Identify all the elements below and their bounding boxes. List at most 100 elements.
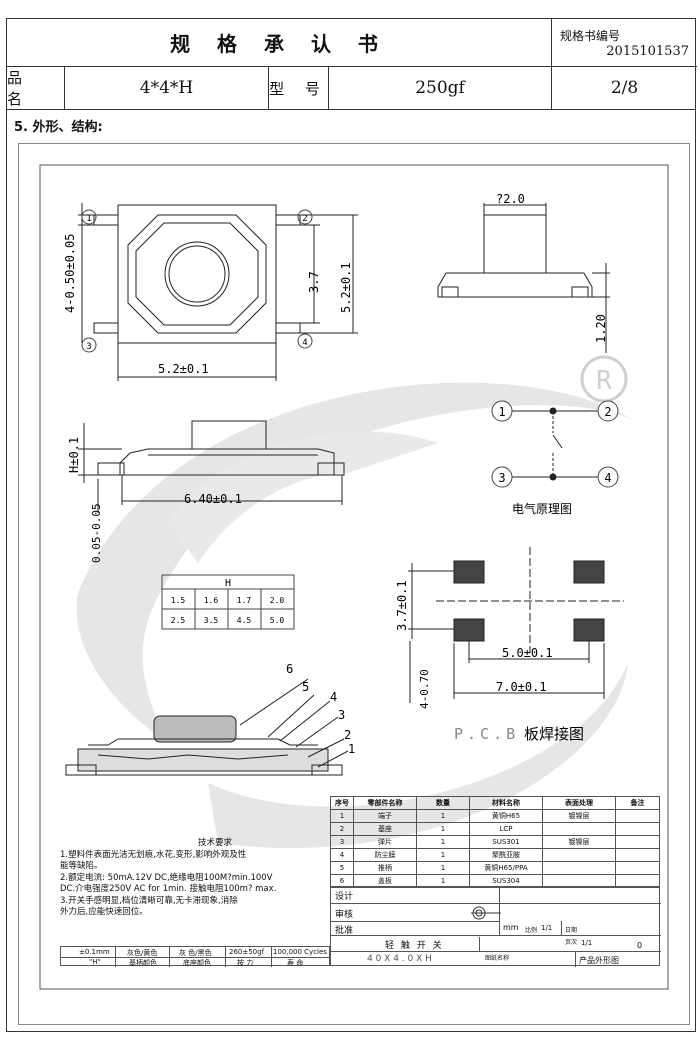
h-cell: 1.6 (204, 596, 219, 605)
dim-pcb-height: 3.7±0.1 (395, 580, 409, 631)
callout-3: 3 (338, 708, 345, 722)
h-cell: 2.0 (270, 596, 285, 605)
bom-cell (615, 835, 660, 849)
sheet-value: 1/1 (581, 939, 593, 947)
circuit-pin-3 (491, 466, 513, 488)
circuit-pin-2-label: 2 (604, 405, 611, 419)
header-table: 规 格 承 认 书 规格书编号 2015101537 品 名 4*4*H 型 号… (6, 18, 697, 110)
side-view-right (437, 203, 610, 353)
field-label-base-color: 底座颜色 (183, 959, 211, 967)
dim-side-height: 1.20 (594, 314, 608, 343)
tech-line: 能等缺陷。 (60, 861, 103, 871)
bom-cell: 3 (330, 835, 354, 849)
spec-strip: ±0.1mm 灰色/黄色 灰 色/黑色 260±50gf 100,000 Cyc… (60, 946, 330, 967)
table-row: 1 端子 1 黄铜H65 镀镍层 (330, 809, 660, 823)
pin-1-top (81, 209, 97, 225)
bom-cell (615, 874, 660, 888)
dim-inner-height: 3.7 (307, 271, 321, 293)
ratio-value: 1/1 (541, 924, 553, 932)
tech-requirements: 技术要求 1.塑料件表面光洁无划痕,水花,变形,影响外观及性 能等缺陷。 2.额… (60, 838, 330, 919)
model-label: 型 号 (269, 79, 328, 98)
ratio-label: 比例 (525, 927, 538, 934)
table-row: 5 推柄 1 黄铜H65/PPA (330, 861, 660, 875)
force: 260±50gf (229, 948, 265, 956)
dim-thickness: 0.05-0.05 (90, 503, 103, 563)
bom-header: 材料名称 (469, 796, 543, 810)
sheet-label: 页次 (565, 939, 578, 946)
page-number: 2/8 (610, 78, 639, 98)
name-value-cell: 4*4*H (65, 67, 269, 109)
registered-mark-text: R (596, 366, 612, 396)
bom-cell: 1 (330, 809, 354, 823)
dim-top-width: 5.2±0.1 (158, 362, 209, 376)
color-1: 灰色/黄色 (127, 949, 158, 957)
circuit-pin-1 (491, 400, 513, 422)
pin-2-top-label: 2 (302, 214, 307, 224)
drawing-name: 产品外形图 (579, 956, 619, 965)
bom-header: 数量 (416, 796, 470, 810)
pcb-layout (408, 547, 624, 703)
inner-frame (39, 164, 669, 990)
h-table-header: H (225, 578, 231, 589)
pin-2-top (297, 209, 313, 225)
section-view (65, 678, 349, 776)
h-cell: 5.0 (270, 616, 285, 625)
name-label-cell: 品 名 (7, 67, 65, 109)
review-label: 审核 (335, 910, 354, 920)
approve-label: 批准 (335, 926, 354, 936)
bom-cell (542, 861, 616, 875)
field-label-force: 按 力 (237, 959, 254, 967)
callout-4: 4 (330, 690, 337, 704)
h-cell: 1.5 (171, 596, 186, 605)
callout-2: 2 (344, 728, 351, 742)
bom-cell: 1 (416, 874, 470, 888)
circuit-diagram (508, 407, 598, 481)
drawing-no-label: 图纸名称 (485, 955, 510, 962)
dim-side-width: 6.40±0.1 (184, 492, 242, 506)
circuit-label: 电气原理图 (512, 501, 572, 516)
callout-1: 1 (348, 742, 355, 756)
dim-outer-height: 5.2±0.1 (339, 262, 353, 313)
bom-cell: 1 (416, 835, 470, 849)
field-label-h: "H" (89, 958, 101, 966)
document-title: 规 格 承 认 书 (170, 32, 388, 56)
name-label: 品 名 (7, 69, 31, 108)
bom-cell (615, 822, 660, 836)
table-row: 6 盖板 1 SUS304 (330, 874, 660, 888)
bom-cell: 2 (330, 822, 354, 836)
pin-4-top-label: 4 (302, 338, 307, 348)
pin-1-top-label: 1 (86, 214, 91, 224)
bom-header: 备注 (615, 796, 660, 810)
product-code: 4 0 X 4 . 0 X H (367, 954, 432, 964)
bom-cell: LCP (469, 822, 543, 836)
date-label: 日期 (565, 927, 578, 934)
name-value: 4*4*H (139, 78, 194, 98)
pcb-label-cn: 板焊接图 (524, 725, 584, 743)
bom-cell (542, 822, 616, 836)
bom-cell: SUS301 (469, 835, 543, 849)
model-value: 250gf (415, 78, 465, 98)
dim-pcb-pad: 4-0.70 (418, 669, 431, 709)
field-label-stem-color: 基柄颜色 (129, 959, 157, 967)
circuit-pin-4-label: 4 (604, 471, 611, 485)
bom-cell: 弹片 (353, 835, 417, 849)
tech-line: 2.额定电流: 50mA.12V DC,绝缘电阻100M?min.100V (60, 872, 273, 883)
bom-cell: 镀镍层 (542, 835, 616, 849)
side-view-front (78, 420, 345, 513)
bom-cell (615, 861, 660, 875)
bom-cell: 1 (416, 848, 470, 862)
bom-cell (615, 848, 660, 862)
bom-table: 序号 零部件名称 数量 材料名称 表面处理 备注 1 端子 1 黄铜H65 镀镍… (330, 796, 660, 888)
technical-drawing: R 1 2 3 4 4-0.50±0.05 3.7 5.2±0.1 5.2±0.… (18, 143, 690, 1025)
bom-cell: 推柄 (353, 861, 417, 875)
bom-cell: 端子 (353, 809, 417, 823)
tech-title: 技术要求 (197, 838, 232, 848)
tech-line: 3.开关手感明显,档位清晰可靠,无卡滞现象,消除 (60, 895, 238, 906)
bom-cell: 1 (416, 809, 470, 823)
bom-cell: 1 (416, 822, 470, 836)
pcb-label: P.C.B (454, 725, 519, 743)
bom-cell: 黄铜H65 (469, 809, 543, 823)
title-cell: 规 格 承 认 书 (7, 19, 552, 67)
h-cell: 3.5 (204, 616, 219, 625)
section-title: 5. 外形、结构: (14, 120, 103, 135)
